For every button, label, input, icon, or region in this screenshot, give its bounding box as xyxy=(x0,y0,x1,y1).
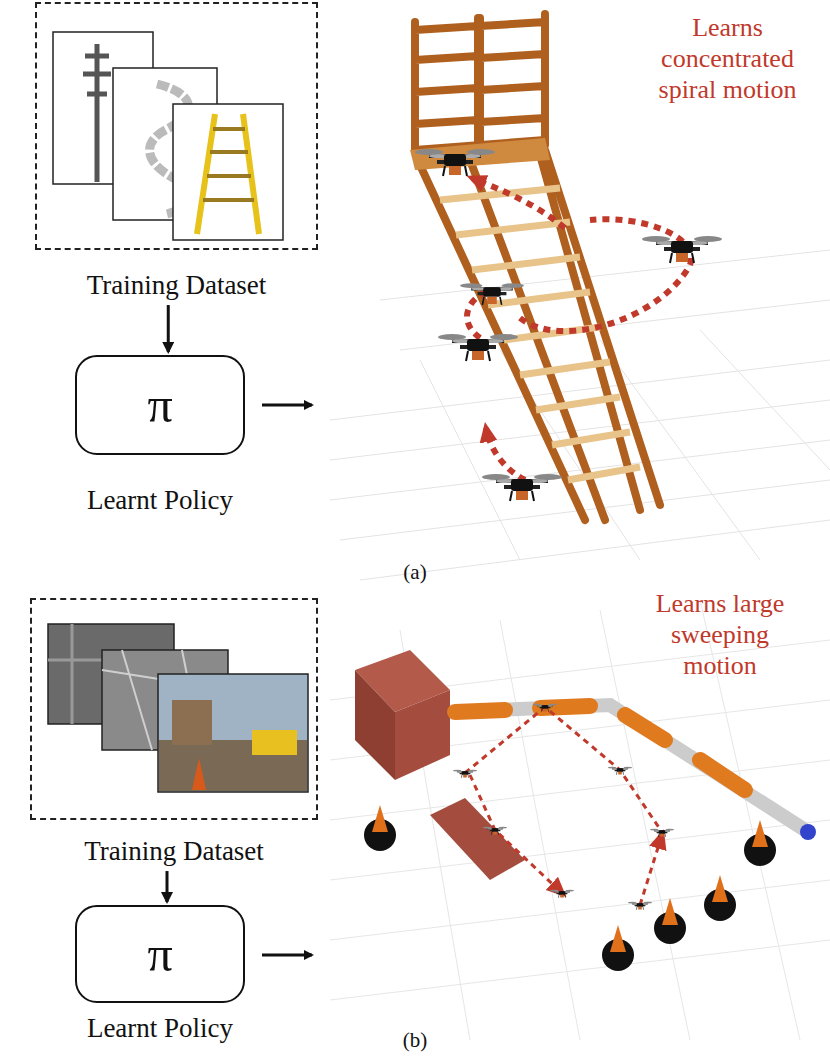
behaviour-note: Learns large sweeping motion xyxy=(640,588,800,682)
flow-arrow xyxy=(166,871,169,902)
panel-label: (b) xyxy=(385,1028,445,1053)
ladder-steps xyxy=(440,188,640,480)
panel-label: (a) xyxy=(385,560,445,585)
dataset-label: Training Dataset xyxy=(30,836,318,867)
drone xyxy=(650,829,674,837)
dataset-frame xyxy=(30,598,318,820)
drone xyxy=(550,890,574,898)
dataset-images xyxy=(37,4,316,248)
traffic-cones xyxy=(364,805,776,971)
policy-group: πLearnt Policy xyxy=(75,355,245,516)
brick-block xyxy=(355,650,525,880)
ladder xyxy=(415,14,660,520)
policy-box: π xyxy=(75,905,245,1003)
policy-symbol: π xyxy=(147,929,172,979)
drone xyxy=(482,474,562,501)
drone xyxy=(642,236,722,263)
spiral-path xyxy=(467,178,691,480)
drone xyxy=(415,149,495,176)
dataset-frame xyxy=(35,2,318,250)
sweep-path xyxy=(465,707,662,905)
policy-label: Learnt Policy xyxy=(35,1013,285,1044)
drone xyxy=(483,827,507,835)
barrier xyxy=(455,705,816,840)
drone xyxy=(628,902,652,910)
flow-arrow xyxy=(167,305,170,352)
drone xyxy=(533,704,557,712)
drone xyxy=(438,334,518,361)
output-arrow xyxy=(262,954,312,957)
dataset-label: Training Dataset xyxy=(35,270,318,301)
dataset-group: Training Dataset xyxy=(35,2,318,301)
dataset-group: Training Dataset xyxy=(30,598,318,867)
drone xyxy=(460,283,524,305)
policy-group: πLearnt Policy xyxy=(75,905,245,1044)
drone xyxy=(608,767,632,775)
output-arrow xyxy=(262,404,312,407)
drone xyxy=(453,770,477,778)
policy-symbol: π xyxy=(147,380,172,430)
ladder-platform xyxy=(410,138,550,170)
dataset-images xyxy=(32,600,316,818)
policy-box: π xyxy=(75,355,245,455)
policy-label: Learnt Policy xyxy=(35,485,285,516)
behaviour-note: Learns concentrated spiral motion xyxy=(640,12,815,106)
